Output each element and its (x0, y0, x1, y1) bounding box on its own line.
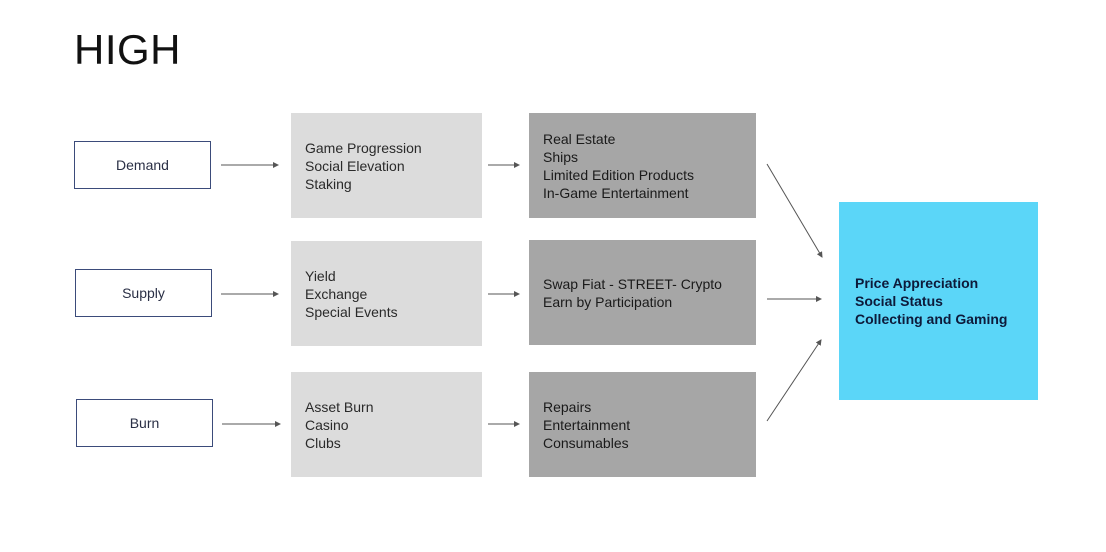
sink-item: In-Game Entertainment (543, 184, 689, 201)
mechanism-box-demand: Game Progression Social Elevation Stakin… (291, 113, 482, 218)
mechanism-item: Staking (305, 175, 352, 192)
sink-item: Ships (543, 148, 579, 165)
mechanism-box-burn: Asset Burn Casino Clubs (291, 372, 482, 477)
mechanism-item: Game Progression (305, 139, 422, 156)
mechanism-item: Special Events (305, 303, 398, 320)
result-item: Social Status (855, 293, 943, 309)
source-box-burn: Burn (76, 399, 213, 447)
mechanism-item: Asset Burn (305, 398, 374, 415)
sink-box-burn: Repairs Entertainment Consumables (529, 372, 756, 477)
sink-box-demand: Real Estate Ships Limited Edition Produc… (529, 113, 756, 218)
sink-box-supply: Swap Fiat - STREET- Crypto Earn by Parti… (529, 240, 756, 345)
source-box-demand: Demand (74, 141, 211, 189)
sink-item: Limited Edition Products (543, 166, 694, 183)
arrow-demand-to-result (766, 163, 823, 258)
sink-item: Entertainment (543, 416, 631, 433)
mechanism-box-supply: Yield Exchange Special Events (291, 241, 482, 346)
arrow-burn-to-result (766, 339, 822, 422)
result-item: Price Appreciation (855, 275, 979, 291)
result-item: Collecting and Gaming (855, 311, 1008, 327)
page-title: HIGH (74, 26, 181, 73)
result-box: Price Appreciation Social Status Collect… (839, 202, 1038, 400)
mechanism-item: Casino (305, 416, 349, 433)
source-box-supply: Supply (75, 269, 212, 317)
mechanism-item: Yield (305, 267, 336, 284)
sink-item: Consumables (543, 434, 629, 451)
sink-item: Earn by Participation (543, 293, 673, 310)
sink-item: Real Estate (543, 130, 616, 147)
mechanism-item: Clubs (305, 434, 341, 451)
source-label: Burn (129, 415, 160, 431)
mechanism-item: Exchange (305, 285, 368, 302)
source-label: Demand (116, 157, 169, 173)
sink-item: Swap Fiat - STREET- Crypto (543, 275, 722, 292)
source-label: Supply (122, 285, 165, 301)
mechanism-item: Social Elevation (305, 157, 405, 174)
sink-item: Repairs (543, 398, 592, 415)
